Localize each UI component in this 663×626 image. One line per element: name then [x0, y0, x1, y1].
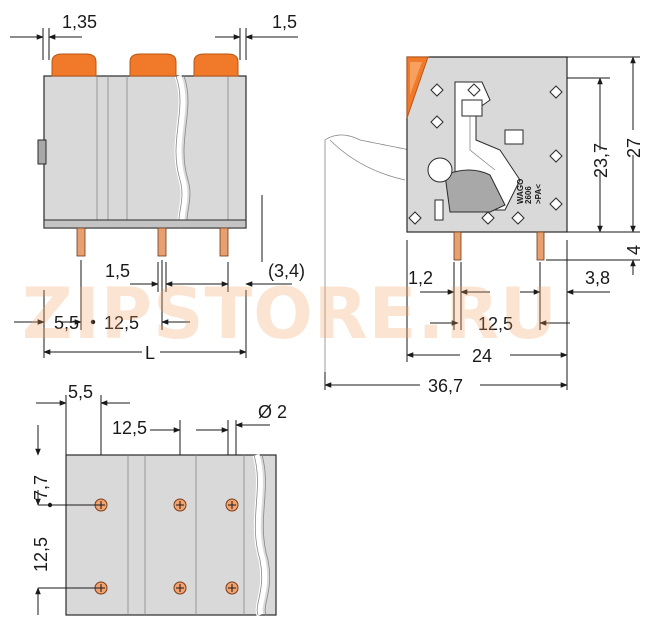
side-latch — [37, 139, 47, 165]
dim-label-12-5-side: 12,5 — [478, 314, 513, 334]
dim-label-4: 4 — [624, 245, 644, 255]
break-line — [175, 75, 183, 229]
spring-line — [469, 100, 496, 171]
footprint-outline — [65, 454, 277, 616]
diamond-mark — [467, 83, 481, 97]
dim-label-hole: Ø 2 — [258, 402, 287, 422]
dim-label-7-7: 7,7 — [31, 475, 51, 500]
dim-label-36-7: 36,7 — [428, 376, 463, 396]
dim-label-3-8: 3,8 — [585, 268, 610, 288]
dim-dot — [90, 319, 96, 325]
housing-brand: WAGO — [516, 179, 525, 204]
dim-label-12-5-front: 12,5 — [104, 313, 139, 333]
actuator-2 — [129, 53, 177, 77]
actuator-highlight — [410, 62, 422, 95]
cable-outline — [324, 134, 411, 388]
diamond-mark — [549, 197, 563, 211]
pin-2 — [157, 227, 167, 257]
dim-label-23-7: 23,7 — [591, 143, 611, 178]
test-slot — [434, 199, 444, 221]
dim-label-5-5: 5,5 — [54, 313, 79, 333]
dim-label-1-2: 1,2 — [408, 268, 433, 288]
dim-label-24: 24 — [472, 346, 492, 366]
dim-label-12-5-fp-h: 12,5 — [112, 418, 147, 438]
dim-dot — [47, 502, 53, 508]
dim-label-L: L — [145, 343, 155, 363]
side-view: WAGO 2606 >PA< 23,7 27 4 1,2 3,8 — [324, 56, 644, 396]
release-slot — [461, 99, 483, 117]
diamond-mark — [511, 211, 525, 225]
actuator-1 — [51, 53, 97, 77]
diamond-mark — [549, 149, 563, 163]
footprint-view: 5,5 12,5 Ø 2 — [31, 382, 287, 617]
busbar — [444, 169, 506, 213]
side-pin-1 — [453, 231, 462, 261]
housing-front — [43, 75, 247, 229]
dim-label-1-5-pin: 1,5 — [105, 261, 130, 281]
break-line — [252, 454, 268, 617]
dim-label-12-5-fp-v: 12,5 — [31, 537, 51, 572]
break-line — [253, 454, 263, 616]
watermark-text: ZIPSTORE.RU — [22, 273, 558, 355]
dim-label-27: 27 — [624, 138, 644, 158]
break-line — [183, 75, 191, 229]
diamond-mark — [408, 211, 422, 225]
pin-1 — [76, 227, 86, 257]
dim-label-1-5-top: 1,5 — [272, 12, 297, 32]
dim-label-5-5-fp: 5,5 — [68, 382, 93, 402]
cable-outline — [329, 139, 406, 181]
dim-label-1-35: 1,35 — [62, 12, 97, 32]
break-line — [174, 74, 188, 230]
window — [504, 129, 524, 145]
front-view: 1,35 1,5 1,5 (3,4) — [10, 12, 305, 363]
diamond-mark — [430, 115, 444, 129]
diamond-mark — [481, 211, 495, 225]
actuator-3 — [193, 53, 239, 77]
housing-series: 2606 — [524, 186, 533, 204]
diamond-mark — [549, 85, 563, 99]
break-line — [261, 454, 271, 616]
dim-label-3-4: (3,4) — [268, 261, 305, 281]
housing-base — [43, 219, 247, 229]
diamond-mark — [430, 83, 444, 97]
pin-3 — [219, 227, 229, 257]
housing-material: >PA< — [534, 184, 543, 204]
side-pin-2 — [536, 231, 545, 261]
contact-point — [427, 157, 453, 183]
